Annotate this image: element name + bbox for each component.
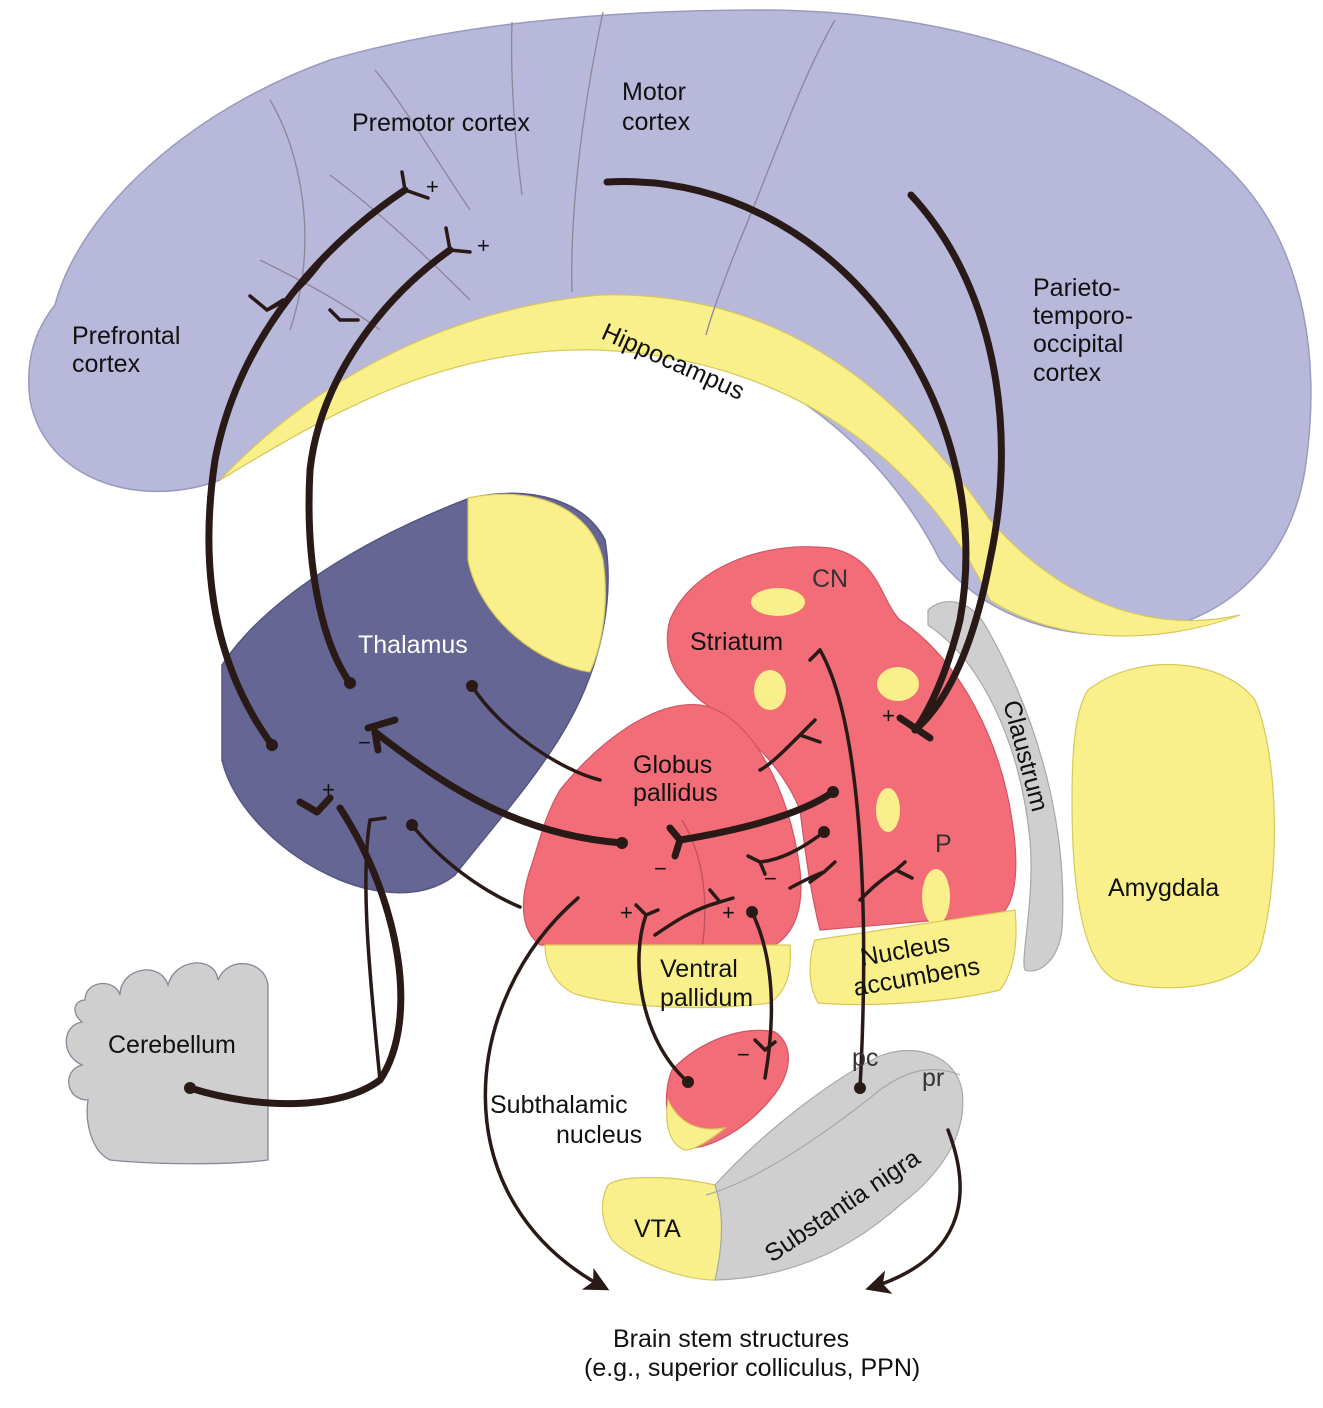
plus-sign-premotor-2: +	[477, 233, 490, 258]
plus-sign-putamen: +	[882, 703, 895, 728]
subthalamic-yellow-band	[666, 1098, 728, 1151]
globus-pallidus-divider	[681, 819, 706, 951]
plus-sign-premotor-1: +	[426, 174, 439, 199]
claustrum-region	[927, 601, 1064, 972]
parieto-label-line2: temporo-	[1033, 302, 1133, 330]
putamen-p-label: P	[935, 830, 952, 858]
minus-sign-gp-1: −	[654, 856, 667, 881]
minus-sign-stn: −	[737, 1042, 750, 1067]
plus-sign-thalamus: +	[322, 777, 335, 802]
substantia-nigra-region	[714, 1049, 964, 1281]
parieto-label-line4: cortex	[1033, 359, 1102, 387]
prefrontal-cortex-label-line1: Prefrontal	[72, 322, 180, 350]
premotor-cortex-label: Premotor cortex	[352, 109, 530, 137]
cerebellum-region	[65, 962, 269, 1165]
tract-terminals	[184, 677, 866, 1094]
ventral-pallidum-label-line2: pallidum	[660, 984, 753, 1012]
cerebellum-label: Cerebellum	[108, 1031, 236, 1059]
brain-stem-label-line1: Brain stem structures	[613, 1325, 849, 1353]
plus-sign-gp-1: +	[620, 900, 633, 925]
fiber-tracts	[186, 170, 1005, 1294]
minus-sign-gp-2: −	[764, 866, 777, 891]
parieto-label-line3: occipital	[1033, 330, 1123, 358]
motor-cortex-label-line2: cortex	[622, 108, 691, 136]
prefrontal-cortex-label-line2: cortex	[72, 350, 141, 378]
substantia-nigra-pc-pr-border	[705, 1069, 961, 1196]
globus-pallidus-label-line1: Globus	[633, 751, 712, 779]
cn-label: CN	[812, 565, 848, 593]
ventral-pallidum-label-line1: Ventral	[660, 955, 738, 983]
subthalamic-nucleus-label-line1: Subthalamic	[490, 1091, 628, 1119]
hippocampus-region	[219, 294, 1241, 637]
amygdala-label: Amygdala	[1108, 874, 1219, 902]
plus-sign-gp-2: +	[722, 900, 735, 925]
subthalamic-nucleus-label-line2: nucleus	[556, 1121, 642, 1149]
thalamus-label: Thalamus	[358, 631, 468, 659]
parieto-label-line1: Parieto-	[1033, 274, 1121, 302]
vta-label: VTA	[634, 1215, 681, 1243]
globus-pallidus-region	[522, 704, 802, 951]
brain-stem-label-line2: (e.g., superior colliculus, PPN)	[584, 1354, 920, 1382]
cortical-gyri	[259, 11, 836, 336]
globus-pallidus-label-line2: pallidus	[633, 779, 718, 807]
nucleus-accumbens-region	[809, 909, 1017, 1006]
minus-sign-thalamus: −	[358, 730, 371, 755]
motor-cortex-label-line1: Motor	[622, 78, 686, 106]
ventral-pallidum-region	[544, 944, 792, 1009]
thalamus-yellow-nucleus	[467, 493, 606, 673]
pr-label: pr	[922, 1064, 944, 1092]
striatum-yellow-islands	[751, 588, 950, 925]
amygdala-region	[1071, 664, 1276, 989]
striatum-label: Striatum	[690, 628, 783, 656]
pc-label: pc	[852, 1044, 878, 1072]
